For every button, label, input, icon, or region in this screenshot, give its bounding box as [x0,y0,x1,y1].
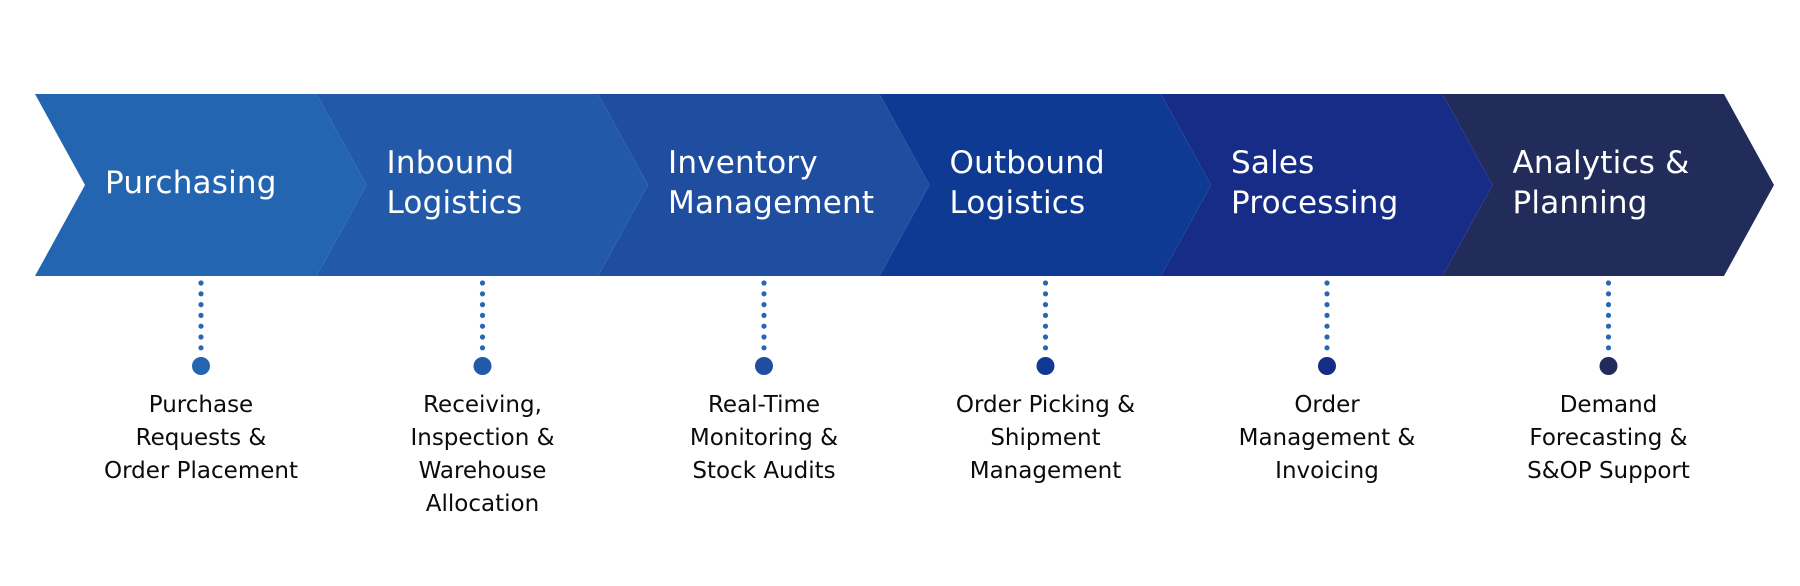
connector-dot [1324,334,1330,340]
stage-description-line: Demand [1559,392,1658,418]
connector-dot [1605,280,1612,286]
chevron-stage-1 [35,94,367,276]
chevron-stage-4 [879,94,1211,276]
stage-title-line: Planning [1512,185,1648,221]
connector-dot [1042,280,1049,286]
stage-node-dot [473,357,492,375]
stage-title-line: Analytics & [1512,145,1690,181]
stage-description-line: Inspection & [410,425,555,451]
connector-dot [1605,312,1612,318]
stage-description-line: Order Picking & [955,392,1136,418]
stage-title-line: Inventory [668,145,818,181]
stage-title: Analytics & Planning [1513,143,1690,223]
connector-dot [198,323,204,329]
connector-dot [1324,345,1330,351]
connector-dot [1324,323,1330,329]
chevron-stage-2 [316,94,648,276]
connector-dot [761,323,767,329]
connector-dot [479,312,486,318]
stage-title-line: Management [668,185,875,221]
stage-description-line: Forecasting & [1529,425,1688,451]
stage-description-line: Real-Time [707,392,821,418]
stage-description-line: Order Placement [104,458,298,484]
connector-dot [479,291,486,297]
stage-description-line: S&OP Support [1527,458,1690,484]
stage-description-line: Shipment [990,425,1101,451]
stage-title: Purchasing [105,163,277,203]
connector-dot [1324,312,1330,318]
stage-node-dot [1599,357,1618,375]
connector-dot [198,302,204,308]
stage-description-line: Purchase [148,392,254,418]
stage-description-line: Warehouse [418,458,547,484]
stage-description-line: Order [1294,392,1360,418]
chevron-stage-3 [598,94,930,276]
connector-dot [1042,291,1049,297]
connector-dot [1324,302,1330,308]
connector-dot [198,334,204,340]
connector-dot [761,312,767,318]
connector-dot [761,345,767,351]
connector-dot [198,280,204,286]
connector-dot [479,323,486,329]
chevron-stage-5 [1161,94,1493,276]
connector-dot [1605,345,1612,351]
stage-title-line: Sales [1231,145,1315,181]
connector-dot [1042,323,1049,329]
connector-dot [479,302,486,308]
stage-title-line: Logistics [949,185,1086,221]
stage-description-line: Invoicing [1275,458,1379,484]
stage-node-dot [1318,357,1336,375]
chevron-stage-6 [1442,94,1774,276]
connector-dot [198,291,204,297]
connector-dot [1605,302,1612,308]
connector-dot [1605,323,1612,329]
connector-dot [1324,291,1330,297]
stage-description-line: Requests & [135,425,267,451]
stage-node-dot [755,357,773,375]
stage-node-dot [192,357,210,375]
connector-dot [1042,334,1049,340]
stage-description-line: Receiving, [423,392,542,418]
stage-node-dot [1036,357,1055,375]
stage-description-line: Allocation [425,491,540,517]
connector-dot [1042,312,1049,318]
stage-description-line: Monitoring & [689,425,839,451]
connector-dot [1324,280,1330,286]
connector-dot [198,345,204,351]
connector-dot [761,280,767,286]
connector-dot [198,312,204,318]
connector-dot [479,345,486,351]
connector-dot [1042,302,1049,308]
connector-dot [479,280,486,286]
connector-dot [761,291,767,297]
connector-dot [1605,291,1612,297]
connector-dot [1605,334,1612,340]
stage-title-line: Logistics [386,185,523,221]
stage-title-line: Purchasing [105,165,277,201]
connector-dot [1042,345,1049,351]
connector-dot [761,302,767,308]
stage-description-line: Management & [1238,425,1416,451]
stage-title-line: Inbound [386,145,515,181]
stage-description-line: Stock Audits [692,458,836,484]
stage-title-line: Outbound [949,145,1105,181]
connector-dot [761,334,767,340]
connector-dot [479,334,486,340]
stage-title-line: Processing [1231,185,1399,221]
stage-description-line: Management [969,458,1122,484]
